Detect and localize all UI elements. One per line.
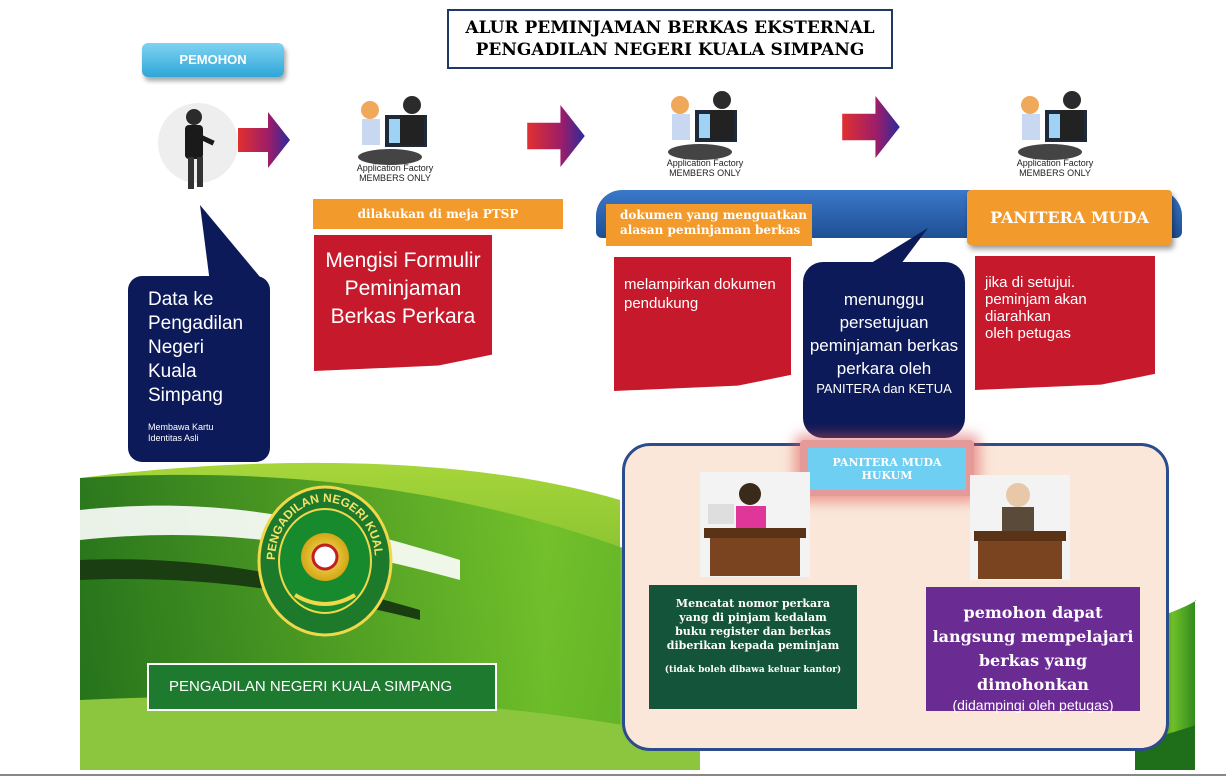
callout-line: Pengadilan [148, 313, 244, 334]
step3-card-line: peminjam akan [985, 291, 1087, 308]
step3-card-line: oleh petugas [985, 325, 1071, 342]
title-line-2: PENGADILAN NEGERI KUALA SIMPANG [475, 40, 865, 60]
panitera-badge-line: HUKUM [861, 469, 913, 482]
desk-sign-line1: Application Factory [357, 163, 434, 173]
study-card-line: berkas yang dimohonkan [977, 651, 1089, 694]
register-card: Mencatat nomor perkara yang di pinjam ke… [649, 585, 857, 709]
step2-tab-line: dokumen yang menguatkan [620, 208, 808, 222]
step2-card-line: pendukung [624, 295, 699, 312]
callout-line: Negeri [148, 337, 204, 358]
register-card-line: Mencatat nomor perkara [675, 597, 831, 610]
applicant-callout: Data ke Pengadilan Negeri Kuala Simpang … [128, 276, 270, 462]
callout-pointer-left [200, 205, 265, 283]
callout-line: Kuala [148, 361, 197, 382]
approval-callout: menunggu persetujuan peminjaman berkas p… [803, 262, 965, 438]
callout-note-line: Identitas Asli [148, 433, 199, 443]
title-line-1: ALUR PEMINJAMAN BERKAS EKSTERNAL [465, 18, 875, 38]
step3-card-line: jika di setujui. [985, 274, 1076, 291]
step1-tab: dilakukan di meja PTSP [313, 199, 563, 229]
callout-mid-last: PANITERA dan KETUA [816, 381, 952, 396]
callout-mid-line: peminjaman berkas [809, 336, 959, 355]
court-name-box: PENGADILAN NEGERI KUALA SIMPANG [147, 663, 497, 711]
pemohon-badge: PEMOHON [142, 43, 284, 77]
diagram-title: ALUR PEMINJAMAN BERKAS EKSTERNAL PENGADI… [447, 9, 893, 69]
callout-note: Membawa Kartu Identitas Asli [148, 422, 270, 444]
flow-arrow-icon-1 [238, 112, 290, 168]
officer-figure-icon [970, 475, 1070, 580]
desk-sign-line2: MEMBERS ONLY [669, 168, 741, 178]
clerk-figure-icon [700, 472, 810, 577]
study-card-line: langsung mempelajari [932, 627, 1134, 646]
step3-card-line: diarahkan [985, 308, 1051, 325]
study-card: pemohon dapat langsung mempelajari berka… [926, 587, 1140, 713]
flow-arrow-icon-3 [842, 96, 900, 158]
step1-card: Mengisi Formulir Peminjaman Berkas Perka… [314, 235, 492, 371]
applicant-figure-icon [158, 103, 238, 189]
step3-card: jika di setujui. peminjam akan diarahkan… [975, 256, 1155, 390]
callout-line: Data ke [148, 289, 214, 310]
callout-mid-line: perkara oleh [836, 359, 932, 378]
register-card-line: yang di pinjam kedalam [679, 611, 827, 624]
study-card-note: (didampingi oleh petugas) [952, 697, 1114, 713]
register-card-line: buku register dan berkas [675, 625, 831, 638]
step1-card-line: Berkas Perkara [330, 305, 476, 328]
callout-note-line: Membawa Kartu [148, 422, 214, 432]
step1-card-line: Peminjaman [344, 277, 462, 300]
step3-tab: PANITERA MUDA HUKUM [967, 190, 1172, 282]
step2-tab-line: alasan peminjaman berkas [620, 223, 801, 237]
step2-card: melampirkan dokumen pendukung [614, 257, 791, 391]
desk-officer-icon-3: Application Factory MEMBERS ONLY [1017, 91, 1094, 178]
step2-card-line: melampirkan dokumen [624, 276, 776, 293]
desk-sign-line2: MEMBERS ONLY [359, 173, 431, 183]
callout-mid-line: menunggu [843, 290, 925, 309]
study-card-line: pemohon dapat [963, 603, 1103, 622]
flow-arrow-icon-2 [527, 105, 585, 167]
desk-officer-icon-2: Application Factory MEMBERS ONLY [667, 91, 744, 178]
panitera-badge: PANITERA MUDA HUKUM [808, 448, 966, 490]
callout-mid-line: persetujuan [839, 313, 929, 332]
step1-card-line: Mengisi Formulir [325, 249, 481, 272]
desk-sign-line2: MEMBERS ONLY [1019, 168, 1091, 178]
panitera-badge-line: PANITERA MUDA [832, 456, 942, 469]
register-card-note: (tidak boleh dibawa keluar kantor) [664, 665, 842, 675]
bottom-divider [0, 774, 1226, 776]
step2-tab: dokumen yang menguatkan alasan peminjama… [606, 204, 812, 246]
desk-sign-line1: Application Factory [667, 158, 744, 168]
register-card-line: diberikan kepada peminjam [666, 639, 840, 652]
desk-officer-icon-1: Application Factory MEMBERS ONLY [357, 96, 434, 183]
callout-line: Simpang [148, 385, 223, 406]
court-logo-icon: PENGADILAN NEGERI KUALA SIMPANG [255, 485, 393, 637]
desk-sign-line1: Application Factory [1017, 158, 1094, 168]
